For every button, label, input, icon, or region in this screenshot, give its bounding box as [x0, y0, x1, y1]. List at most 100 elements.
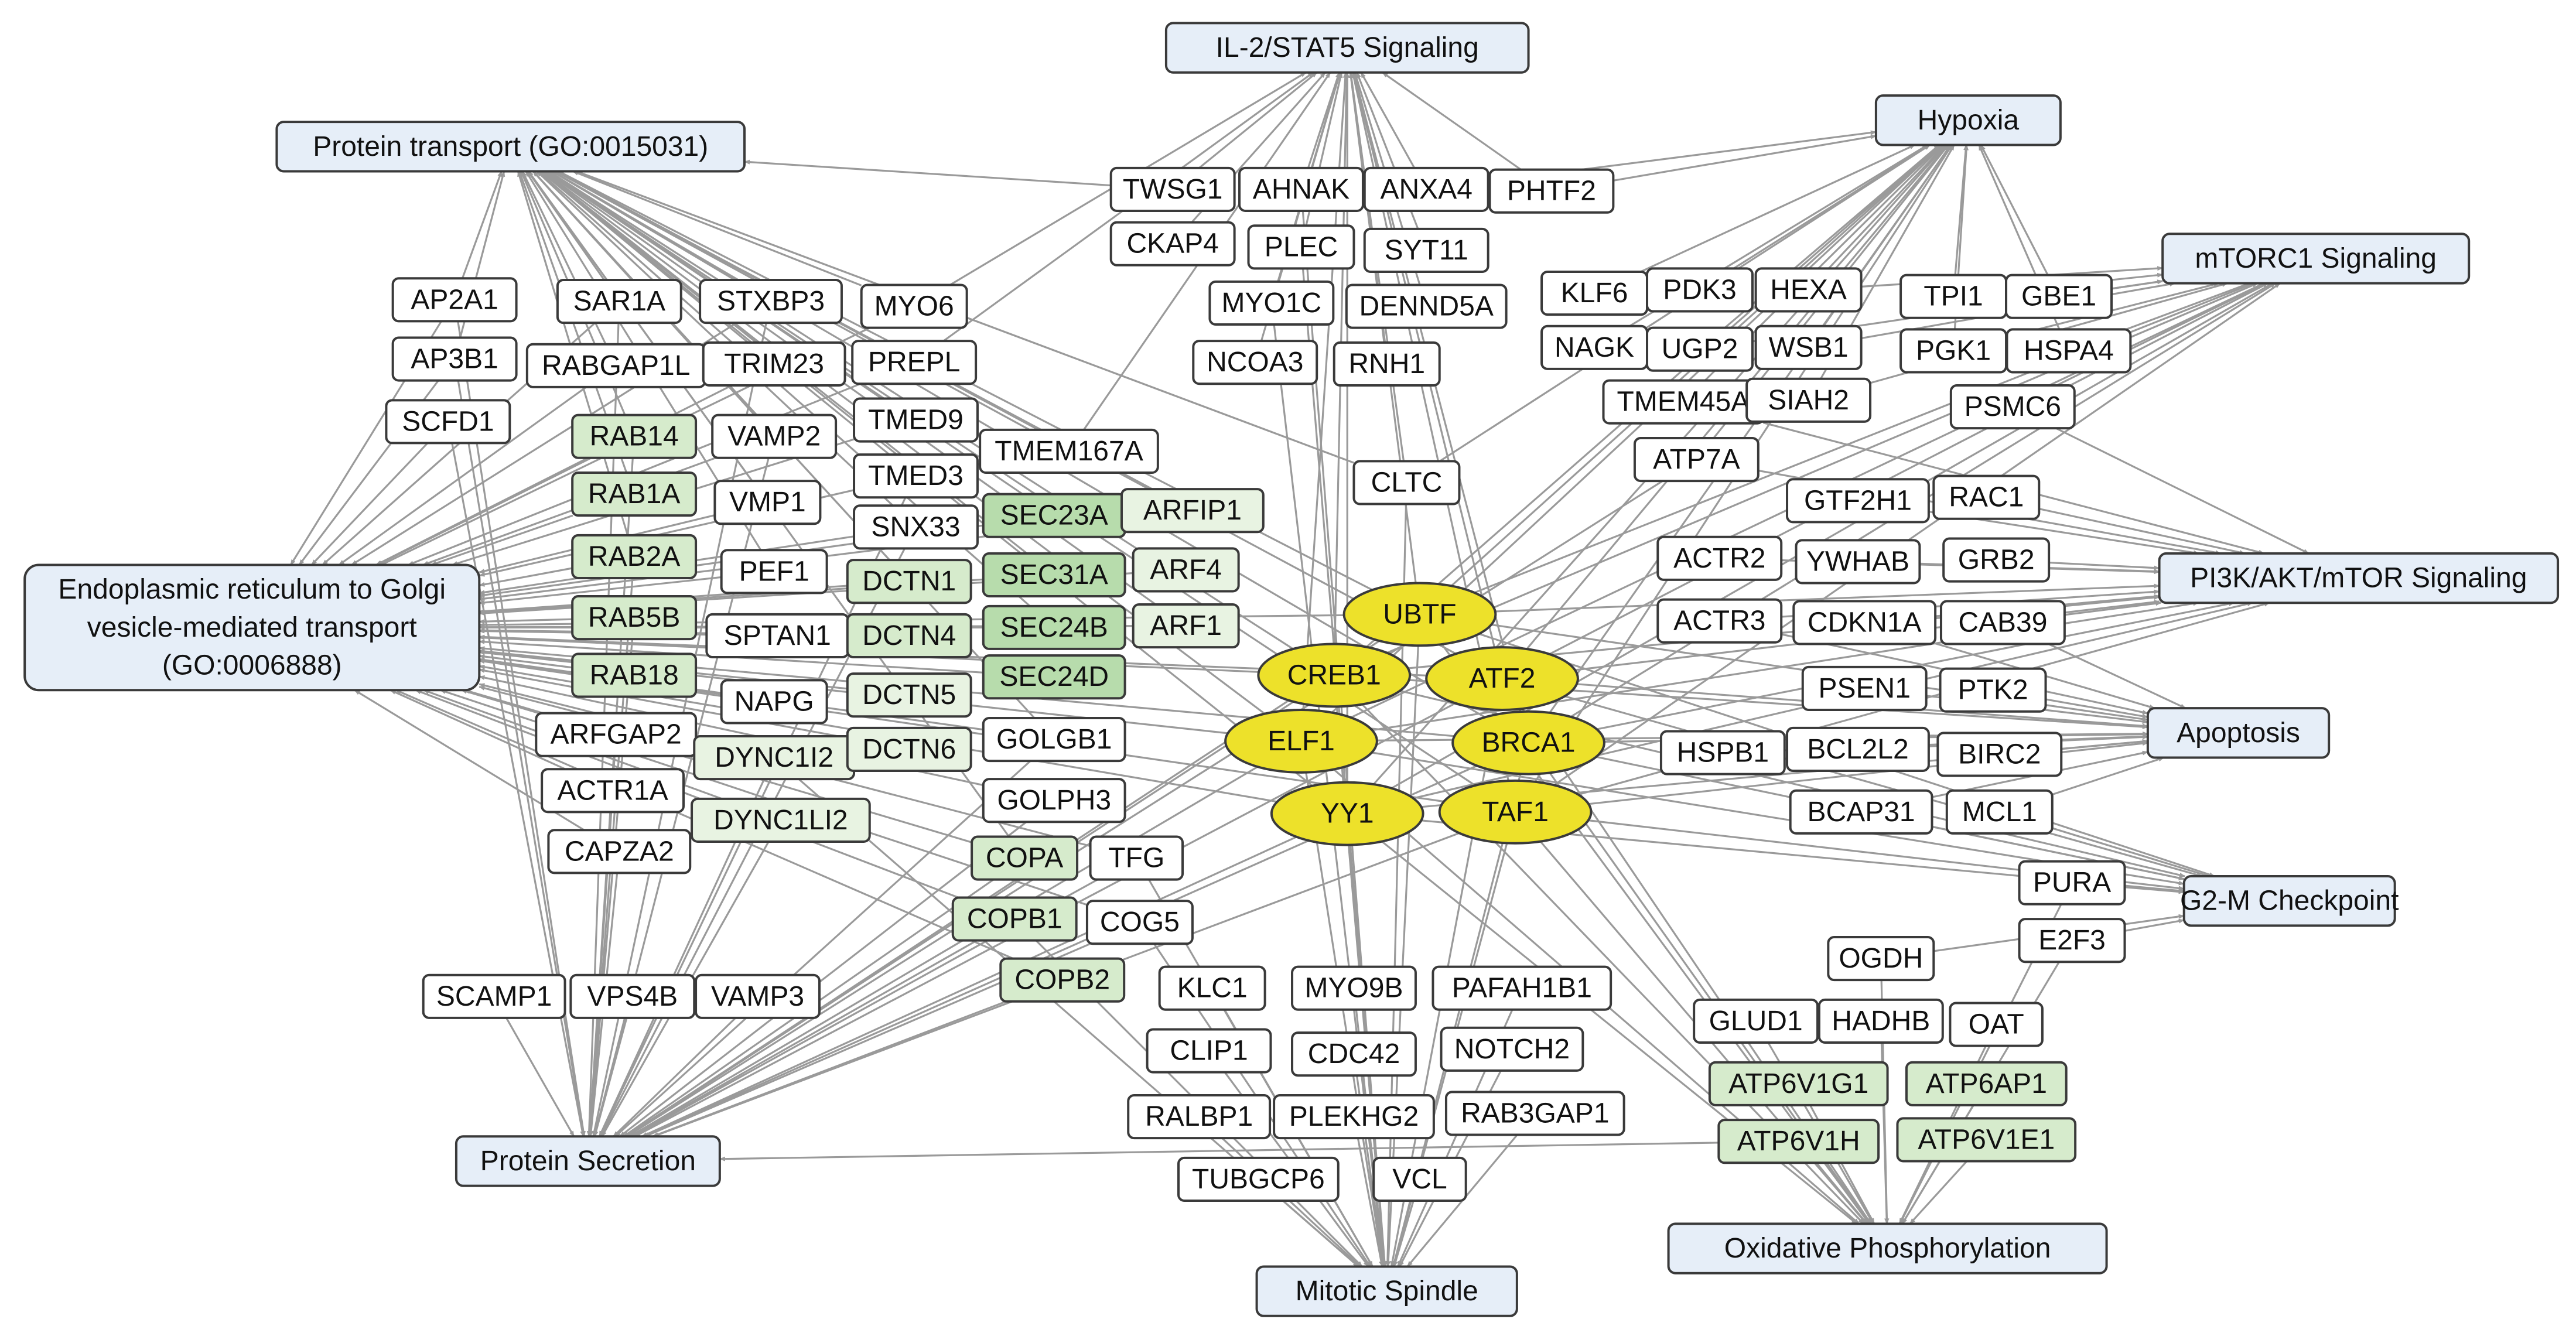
- gene-node-atp7a[interactable]: ATP7A: [1633, 436, 1760, 483]
- gene-node-dctn5[interactable]: DCTN5: [846, 672, 972, 718]
- gene-node-prepl[interactable]: PREPL: [851, 340, 978, 385]
- gene-node-anxa4[interactable]: ANXA4: [1363, 166, 1489, 212]
- gene-node-birc2[interactable]: BIRC2: [1936, 732, 2063, 777]
- gene-node-ahnak[interactable]: AHNAK: [1238, 166, 1364, 212]
- gene-node-e2f3[interactable]: E2F3: [2018, 918, 2126, 963]
- gene-node-atp6v1h[interactable]: ATP6V1H: [1717, 1119, 1880, 1164]
- gene-node-capza2[interactable]: CAPZA2: [547, 829, 692, 874]
- gene-node-rab18[interactable]: RAB18: [571, 652, 698, 698]
- gene-node-ap2a1[interactable]: AP2A1: [391, 277, 518, 323]
- gene-node-vmp1[interactable]: VMP1: [713, 480, 822, 525]
- gene-node-cog5[interactable]: COG5: [1085, 900, 1194, 945]
- gene-node-ralbp1[interactable]: RALBP1: [1127, 1094, 1272, 1140]
- gene-node-atp6v1e1[interactable]: ATP6V1E1: [1896, 1117, 2077, 1163]
- gene-node-arfip1[interactable]: ARFIP1: [1120, 488, 1265, 534]
- gene-node-pura[interactable]: PURA: [2018, 860, 2126, 906]
- gene-node-scfd1[interactable]: SCFD1: [385, 399, 511, 445]
- gene-node-dctn4[interactable]: DCTN4: [846, 613, 972, 658]
- gene-node-ckap4[interactable]: CKAP4: [1109, 221, 1236, 266]
- pathway-node-er[interactable]: Endoplasmic reticulum to Golgivesicle-me…: [23, 563, 481, 692]
- gene-node-phtf2[interactable]: PHTF2: [1488, 168, 1615, 214]
- gene-node-siah2[interactable]: SIAH2: [1745, 377, 1872, 423]
- gene-node-twsg1[interactable]: TWSG1: [1109, 166, 1236, 212]
- gene-node-dync1li2[interactable]: DYNC1LI2: [691, 797, 871, 843]
- gene-node-copb1[interactable]: COPB1: [951, 896, 1078, 942]
- gene-node-cdc42[interactable]: CDC42: [1291, 1031, 1417, 1077]
- gene-node-tubgcp6[interactable]: TUBGCP6: [1177, 1156, 1340, 1202]
- gene-node-myo6[interactable]: MYO6: [860, 283, 968, 329]
- gene-node-notch2[interactable]: NOTCH2: [1440, 1026, 1584, 1072]
- gene-node-klf6[interactable]: KLF6: [1540, 270, 1649, 316]
- gene-node-vamp3[interactable]: VAMP3: [695, 973, 821, 1019]
- gene-node-mcl1[interactable]: MCL1: [1945, 789, 2054, 835]
- gene-node-klc1[interactable]: KLC1: [1158, 965, 1266, 1011]
- gene-node-sptan1[interactable]: SPTAN1: [705, 613, 850, 658]
- gene-node-pgk1[interactable]: PGK1: [1899, 328, 2008, 374]
- gene-node-stxbp3[interactable]: STXBP3: [699, 279, 843, 324]
- gene-node-hspb1[interactable]: HSPB1: [1659, 730, 1786, 775]
- gene-node-pafah1b1[interactable]: PAFAH1B1: [1432, 965, 1612, 1011]
- gene-node-trim23[interactable]: TRIM23: [702, 341, 846, 387]
- gene-node-plekhg2[interactable]: PLEKHG2: [1273, 1094, 1435, 1140]
- gene-node-ywhab[interactable]: YWHAB: [1795, 539, 1921, 585]
- gene-node-arfgap2[interactable]: ARFGAP2: [535, 712, 698, 757]
- gene-node-tpi1[interactable]: TPI1: [1899, 274, 2008, 319]
- gene-node-rab3gap1[interactable]: RAB3GAP1: [1444, 1091, 1625, 1136]
- gene-node-rab1a[interactable]: RAB1A: [571, 471, 698, 517]
- pathway-node-apoptosis[interactable]: Apoptosis: [2146, 707, 2331, 759]
- gene-node-actr1a[interactable]: ACTR1A: [541, 768, 685, 814]
- gene-node-oat[interactable]: OAT: [1949, 1002, 2044, 1047]
- gene-node-pef1[interactable]: PEF1: [720, 549, 828, 594]
- pathway-node-prottrans[interactable]: Protein transport (GO:0015031): [275, 121, 746, 173]
- gene-node-arf4[interactable]: ARF4: [1132, 547, 1240, 593]
- tf-node-elf1[interactable]: ELF1: [1224, 708, 1378, 774]
- gene-node-gbe1[interactable]: GBE1: [2005, 274, 2113, 319]
- tf-node-creb1[interactable]: CREB1: [1257, 643, 1412, 708]
- gene-node-rab14[interactable]: RAB14: [571, 414, 698, 459]
- tf-node-yy1[interactable]: YY1: [1270, 781, 1424, 846]
- gene-node-atp6v1g1[interactable]: ATP6V1G1: [1708, 1061, 1889, 1106]
- gene-node-nagk[interactable]: NAGK: [1540, 324, 1649, 370]
- gene-node-tfg[interactable]: TFG: [1089, 835, 1184, 881]
- gene-node-atp6ap1[interactable]: ATP6AP1: [1905, 1061, 2068, 1106]
- pathway-node-mitotic[interactable]: Mitotic Spindle: [1255, 1265, 1518, 1317]
- gene-node-psen1[interactable]: PSEN1: [1801, 665, 1928, 711]
- gene-node-sec31a[interactable]: SEC31A: [982, 552, 1126, 597]
- gene-node-gtf2h1[interactable]: GTF2H1: [1786, 478, 1930, 524]
- gene-node-snx33[interactable]: SNX33: [853, 504, 979, 550]
- gene-node-rabgap1l[interactable]: RABGAP1L: [525, 343, 706, 388]
- gene-node-pdk3[interactable]: PDK3: [1646, 267, 1754, 313]
- gene-node-ugp2[interactable]: UGP2: [1646, 326, 1754, 372]
- gene-node-tmed9[interactable]: TMED9: [853, 397, 979, 443]
- gene-node-psmc6[interactable]: PSMC6: [1949, 384, 2076, 430]
- pathway-node-mtorc1[interactable]: mTORC1 Signaling: [2161, 233, 2471, 285]
- pathway-node-secretion[interactable]: Protein Secretion: [455, 1135, 721, 1187]
- gene-node-tmed3[interactable]: TMED3: [853, 453, 979, 499]
- gene-node-sec24b[interactable]: SEC24B: [982, 604, 1126, 650]
- gene-node-vcl[interactable]: VCL: [1372, 1156, 1467, 1202]
- gene-node-tmem45a[interactable]: TMEM45A: [1602, 379, 1765, 425]
- pathway-node-g2m[interactable]: G2-M Checkpoint: [2180, 874, 2399, 927]
- gene-node-hadhb[interactable]: HADHB: [1817, 998, 1944, 1044]
- gene-node-myo1c[interactable]: MYO1C: [1208, 280, 1335, 326]
- gene-node-scamp1[interactable]: SCAMP1: [422, 973, 566, 1019]
- gene-node-dctn1[interactable]: DCTN1: [846, 559, 972, 604]
- gene-node-ptk2[interactable]: PTK2: [1939, 667, 2047, 713]
- gene-node-vps4b[interactable]: VPS4B: [569, 973, 696, 1019]
- gene-node-bcl2l2[interactable]: BCL2L2: [1786, 726, 1930, 773]
- gene-node-golph3[interactable]: GOLPH3: [982, 778, 1126, 824]
- gene-node-rac1[interactable]: RAC1: [1932, 474, 2041, 520]
- gene-node-cab39[interactable]: CAB39: [1939, 600, 2066, 645]
- gene-node-sec23a[interactable]: SEC23A: [982, 493, 1126, 538]
- gene-node-rab2a[interactable]: RAB2A: [571, 534, 698, 580]
- gene-node-ogdh[interactable]: OGDH: [1827, 936, 1935, 982]
- pathway-node-hypoxia[interactable]: Hypoxia: [1874, 94, 2062, 146]
- tf-node-brca1[interactable]: BRCA1: [1451, 710, 1605, 775]
- tf-node-taf1[interactable]: TAF1: [1438, 779, 1593, 845]
- tf-node-ubtf[interactable]: UBTF: [1342, 582, 1497, 647]
- gene-node-clip1[interactable]: CLIP1: [1146, 1028, 1272, 1074]
- gene-node-actr3[interactable]: ACTR3: [1656, 598, 1783, 644]
- pathway-node-oxphos[interactable]: Oxidative Phosphorylation: [1667, 1222, 2108, 1275]
- gene-node-sec24d[interactable]: SEC24D: [982, 654, 1126, 700]
- tf-node-atf2[interactable]: ATF2: [1425, 646, 1579, 711]
